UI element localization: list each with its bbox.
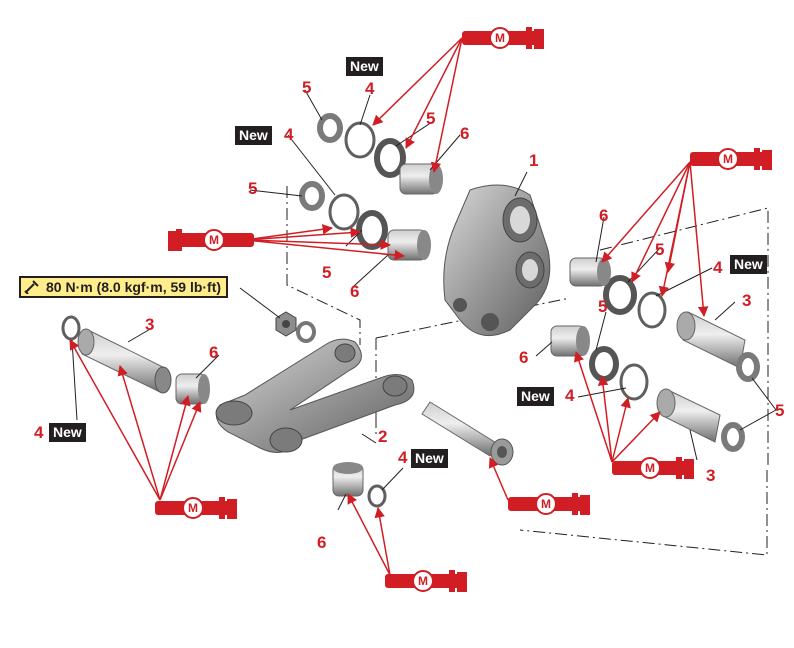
leader-lines <box>71 89 777 511</box>
torque-spec-box: 80 N·m (8.0 kgf·m, 59 lb·ft) <box>19 276 229 298</box>
label-oil-seal: 4 <box>34 423 44 442</box>
connecting-arm <box>215 338 415 453</box>
label-bearing: 6 <box>460 124 470 143</box>
label-washer: 5 <box>655 240 665 259</box>
grease-letter: M <box>495 31 505 45</box>
rings <box>61 113 760 508</box>
grease-icons <box>155 27 772 592</box>
label-washer: 5 <box>322 263 332 282</box>
new-tag: New <box>49 423 86 442</box>
grease-letter: M <box>418 574 428 588</box>
label-oil-seal: 4 <box>713 258 723 277</box>
label-bearing: 6 <box>317 533 327 552</box>
grease-icon <box>155 497 237 519</box>
lubricant-arrows <box>69 37 709 576</box>
label-washer: 5 <box>598 297 608 316</box>
grease-letter: M <box>541 497 551 511</box>
label-bearing: 6 <box>350 282 360 301</box>
label-oil-seal: 4 <box>365 79 375 98</box>
grease-icon <box>385 570 467 592</box>
label-washer: 5 <box>248 179 258 198</box>
grease-icon <box>462 27 544 49</box>
label-bearing: 6 <box>519 348 529 367</box>
grease-icon <box>690 148 772 170</box>
label-oil-seal: 4 <box>398 448 408 467</box>
grease-letter: M <box>723 152 733 166</box>
new-tag: New <box>411 449 448 468</box>
label-bearing: 6 <box>209 343 219 362</box>
relay-arm <box>443 184 551 337</box>
collars <box>77 311 746 443</box>
grease-letter: M <box>188 501 198 515</box>
nut-and-washer <box>275 311 316 343</box>
label-collar: 3 <box>706 466 716 485</box>
label-bearing: 6 <box>599 206 609 225</box>
label-washer: 5 <box>775 401 785 420</box>
torque-spec-text: 80 N·m (8.0 kgf·m, 59 lb·ft) <box>46 279 222 295</box>
grease-letter: M <box>645 461 655 475</box>
label-collar: 3 <box>145 315 155 334</box>
grease-letters: M M M M M M M <box>188 31 733 588</box>
label-connecting-arm: 2 <box>378 427 388 446</box>
label-oil-seal: 4 <box>565 386 575 405</box>
label-collar: 3 <box>742 291 752 310</box>
grease-icon <box>612 457 694 479</box>
new-tag: New <box>517 387 554 406</box>
label-relay-arm: 1 <box>529 151 539 170</box>
label-oil-seal: 4 <box>284 125 294 144</box>
bearings <box>175 163 611 497</box>
label-washer: 5 <box>426 109 436 128</box>
new-tag: New <box>346 57 383 76</box>
new-tag: New <box>235 126 272 145</box>
wrench-icon <box>24 280 39 294</box>
grease-icon <box>168 229 254 251</box>
label-washer: 5 <box>302 78 312 97</box>
grease-letter: M <box>209 233 219 247</box>
grease-icon <box>508 493 590 515</box>
new-tag: New <box>730 255 767 274</box>
